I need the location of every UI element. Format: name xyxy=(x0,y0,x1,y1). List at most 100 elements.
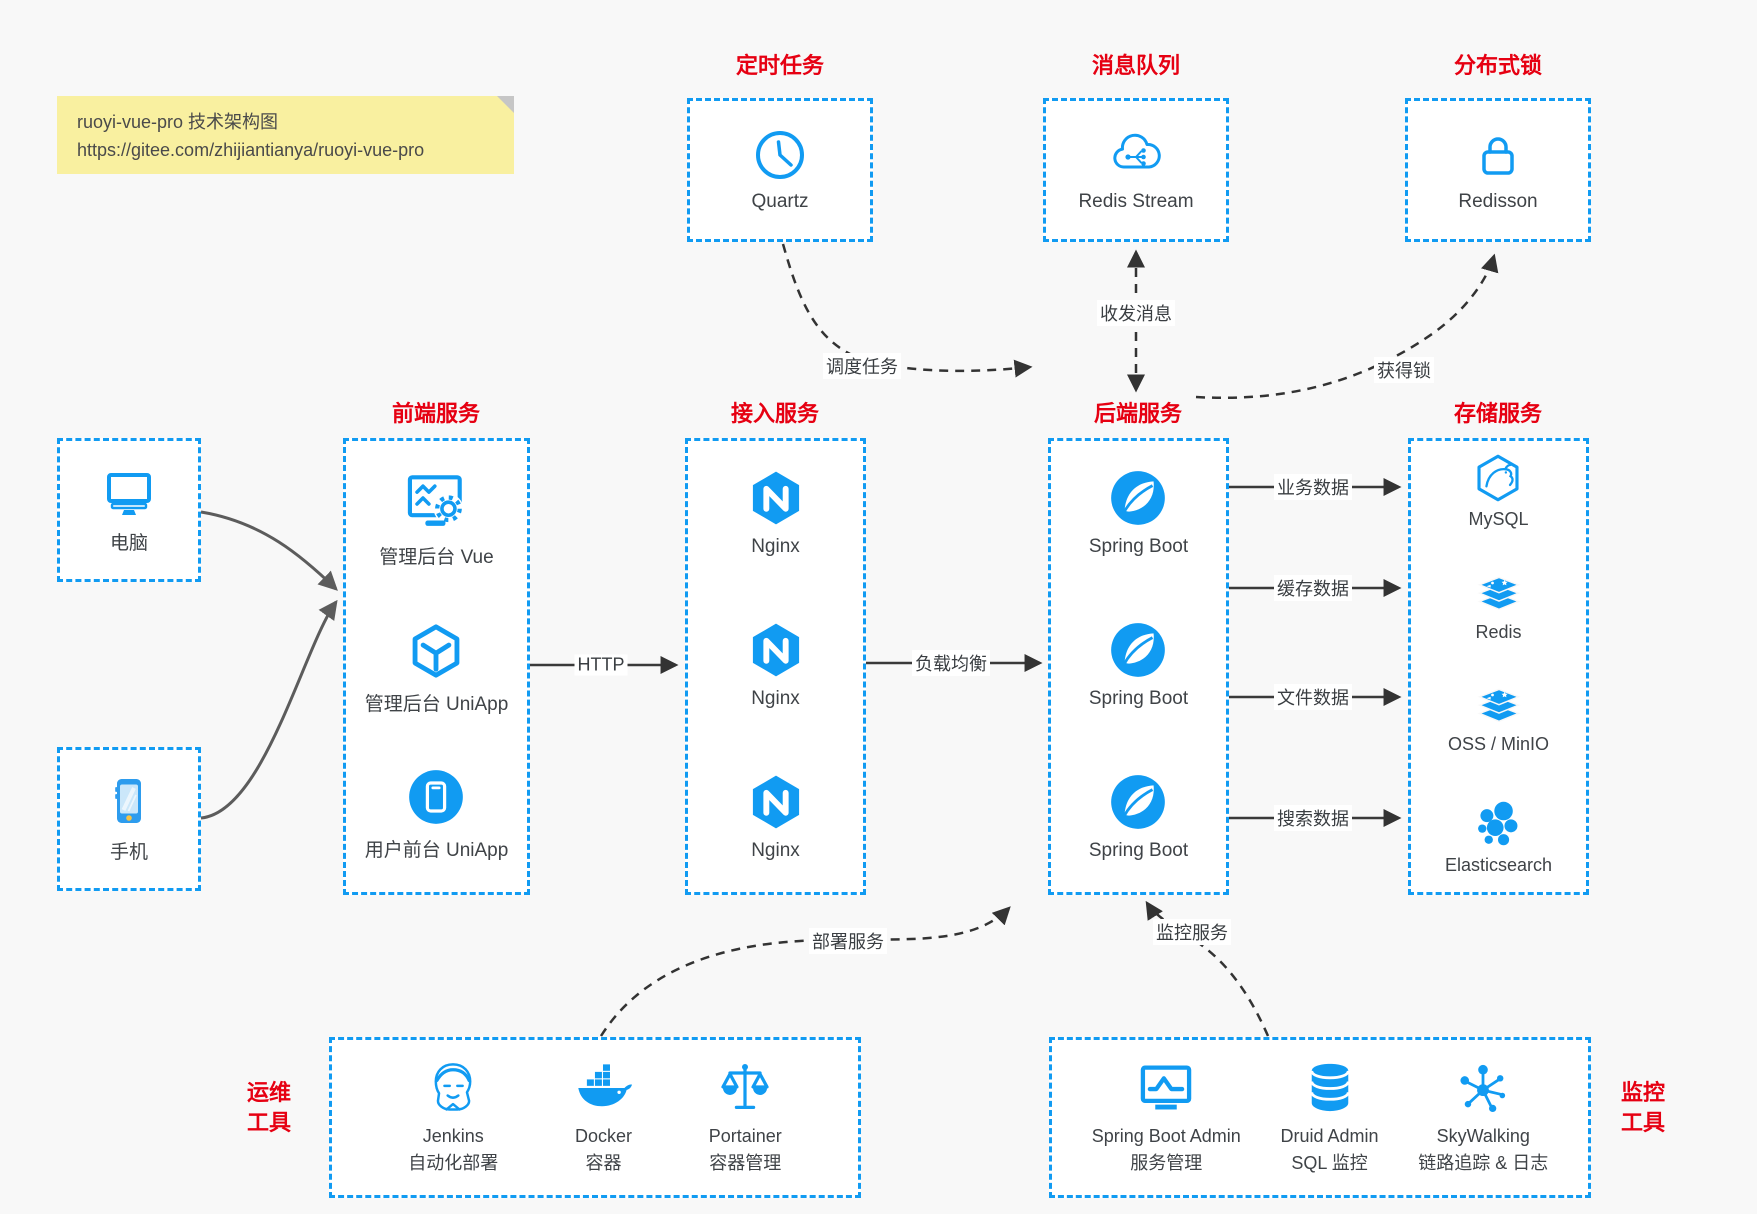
edge-label-monitor-service: 监控服务 xyxy=(1153,919,1231,945)
group-title-gateway: 接入服务 xyxy=(730,401,820,426)
nginx-icon xyxy=(747,469,805,527)
node-label: 用户前台 UniApp xyxy=(364,840,509,861)
sticky-note: ruoyi-vue-pro 技术架构图 https://gitee.com/zh… xyxy=(57,96,514,174)
monitor-tools-box: Spring Boot Admin 服务管理 Druid Admin SQL 监… xyxy=(1049,1037,1591,1198)
node-oss-minio: OSS / MinIO xyxy=(1448,686,1549,755)
note-title: ruoyi-vue-pro 技术架构图 xyxy=(77,112,279,132)
group-title-backend: 后端服务 xyxy=(1093,401,1183,426)
portainer-icon xyxy=(716,1059,774,1117)
nginx-icon xyxy=(747,621,805,679)
node-mysql: MySQL xyxy=(1468,453,1529,530)
gateway-box: Nginx Nginx Nginx xyxy=(685,438,866,895)
node-spring-boot-3: Spring Boot xyxy=(1089,773,1188,862)
spring-boot-icon xyxy=(1109,469,1167,527)
edge-computer-frontend xyxy=(200,510,338,591)
node-skywalking: SkyWalking 链路追踪 & 日志 xyxy=(1418,1059,1548,1177)
group-title-scheduled-task: 定时任务 xyxy=(735,53,825,78)
group-title-frontend: 前端服务 xyxy=(391,401,481,426)
node-label: 管理后台 Vue xyxy=(379,547,494,568)
edge-deploy-service xyxy=(599,906,1011,1037)
group-title-message-queue: 消息队列 xyxy=(1091,53,1181,78)
node-spring-boot-1: Spring Boot xyxy=(1089,469,1188,558)
node-druid-admin: Druid Admin SQL 监控 xyxy=(1281,1059,1379,1177)
quartz-box: Quartz xyxy=(687,98,873,242)
cloud-share-icon xyxy=(1109,128,1163,182)
node-label: Spring Boot xyxy=(1088,536,1189,557)
backend-box: Spring Boot Spring Boot Spring Boot xyxy=(1048,438,1229,895)
node-label: 管理后台 UniApp xyxy=(364,693,509,715)
edge-label-cache-data: 缓存数据 xyxy=(1274,575,1352,601)
node-user-uniapp: 用户前台 UniApp xyxy=(364,768,509,862)
node-label: MySQL xyxy=(1468,509,1529,529)
nginx-icon xyxy=(747,773,805,831)
computer-box: 电脑 xyxy=(57,438,201,582)
admin-vue-icon xyxy=(404,469,468,533)
node-portainer: Portainer 容器管理 xyxy=(709,1059,782,1177)
uniapp-cube-icon xyxy=(407,622,465,680)
edge-label-schedule-task: 调度任务 xyxy=(823,353,901,379)
storage-box: MySQL Redis OSS / MinIO Elasticsearch xyxy=(1408,438,1589,895)
jenkins-icon xyxy=(424,1059,482,1117)
druid-icon xyxy=(1301,1059,1359,1117)
group-title-monitor-tools: 监控 工具 xyxy=(1620,1080,1665,1135)
mysql-icon xyxy=(1473,453,1523,503)
node-computer: 电脑 xyxy=(102,465,156,555)
computer-icon xyxy=(102,465,156,519)
spring-boot-icon xyxy=(1109,773,1167,831)
edge-label-send-receive-msg: 收发消息 xyxy=(1097,300,1175,326)
skywalking-icon xyxy=(1454,1059,1512,1117)
node-label: Portainer 容器管理 xyxy=(708,1125,782,1173)
node-label: Spring Boot xyxy=(1088,688,1189,709)
node-label: Spring Boot xyxy=(1088,840,1189,861)
node-admin-uniapp: 管理后台 UniApp xyxy=(364,622,509,716)
node-label: Spring Boot Admin 服务管理 xyxy=(1091,1125,1241,1173)
smartphone-icon xyxy=(102,774,156,828)
node-docker: Docker 容器 xyxy=(574,1059,632,1177)
clock-icon xyxy=(753,128,807,182)
node-label: Druid Admin SQL 监控 xyxy=(1280,1125,1379,1173)
oss-stack-icon xyxy=(1474,686,1524,728)
redis-stack-icon xyxy=(1474,574,1524,616)
edge-label-business-data: 业务数据 xyxy=(1274,474,1352,500)
node-label: SkyWalking 链路追踪 & 日志 xyxy=(1418,1125,1549,1173)
note-fold-corner xyxy=(497,96,514,113)
node-nginx-3: Nginx xyxy=(747,773,805,862)
frontend-box: 管理后台 Vue 管理后台 UniApp 用户前台 UniApp xyxy=(343,438,530,895)
node-label: Quartz xyxy=(751,190,809,212)
elasticsearch-icon xyxy=(1473,799,1523,849)
node-quartz: Quartz xyxy=(751,128,809,213)
node-spring-boot-admin: Spring Boot Admin 服务管理 xyxy=(1092,1059,1241,1177)
node-label: Nginx xyxy=(751,536,800,557)
node-phone: 手机 xyxy=(102,774,156,864)
node-label: OSS / MinIO xyxy=(1447,734,1550,755)
node-nginx-1: Nginx xyxy=(747,469,805,558)
edge-label-acquire-lock: 获得锁 xyxy=(1374,357,1434,383)
phone-box: 手机 xyxy=(57,747,201,891)
redis-stream-box: Redis Stream xyxy=(1043,98,1229,242)
node-label: Docker 容器 xyxy=(574,1125,632,1173)
edge-label-http: HTTP xyxy=(574,654,628,676)
node-label: Redis Stream xyxy=(1078,190,1194,212)
node-label: 电脑 xyxy=(109,533,148,554)
node-label: Elasticsearch xyxy=(1444,854,1553,875)
node-redisson: Redisson xyxy=(1458,128,1538,213)
note-url: https://gitee.com/zhijiantianya/ruoyi-vu… xyxy=(77,139,425,160)
lock-icon xyxy=(1471,128,1525,182)
edge-schedule-task xyxy=(781,243,1033,378)
ops-tools-box: Jenkins 自动化部署 Docker 容器 Portainer 容器管理 xyxy=(329,1037,861,1198)
user-uniapp-icon xyxy=(407,768,465,826)
node-redis-stream: Redis Stream xyxy=(1078,128,1194,213)
node-spring-boot-2: Spring Boot xyxy=(1089,621,1188,710)
node-admin-vue: 管理后台 Vue xyxy=(379,469,494,569)
edge-acquire-lock xyxy=(1195,253,1499,400)
node-jenkins: Jenkins 自动化部署 xyxy=(408,1059,498,1177)
node-label: Jenkins 自动化部署 xyxy=(408,1125,499,1173)
node-elasticsearch: Elasticsearch xyxy=(1445,799,1552,876)
node-redis: Redis xyxy=(1474,574,1524,643)
group-title-ops-tools: 运维 工具 xyxy=(246,1080,291,1135)
node-nginx-2: Nginx xyxy=(747,621,805,710)
edge-label-file-data: 文件数据 xyxy=(1274,684,1352,710)
edge-phone-frontend xyxy=(200,599,338,820)
redisson-box: Redisson xyxy=(1405,98,1591,242)
